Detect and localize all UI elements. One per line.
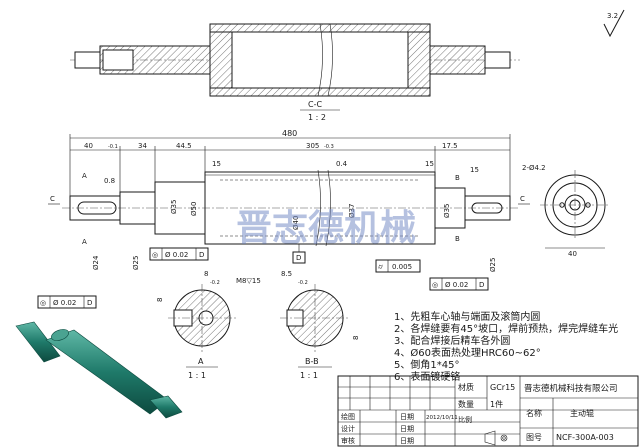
date-label-1: 日期 <box>400 413 414 421</box>
drawn-label: 绘图 <box>341 412 355 421</box>
datum-d: D <box>296 254 301 262</box>
company-name: 晋志德机械科技有限公司 <box>524 383 618 394</box>
section-a-thread: M8▽15 <box>236 277 261 285</box>
end-view: 2-Ø4.2 40 <box>522 164 610 258</box>
section-b-width: 8.5 <box>281 270 292 278</box>
dim-15-right: 15 <box>425 160 434 168</box>
dim-15-left: 15 <box>212 160 221 168</box>
dim-dia50: Ø50 <box>190 202 198 216</box>
section-a-view: 8 -0.2 M8▽15 8 A 1 : 1 <box>156 270 261 380</box>
dim-holes: 2-Ø4.2 <box>522 164 546 172</box>
qty-value: 1件 <box>490 399 503 409</box>
date-label-3: 日期 <box>400 437 414 445</box>
dim-34: 34 <box>138 142 147 150</box>
section-cc-view: C-C 1 : 2 <box>70 23 520 122</box>
section-a-scale: 1 : 1 <box>188 371 206 380</box>
drawing-no-value: NCF-300A-003 <box>556 433 614 442</box>
section-b-label: B-B <box>305 357 319 366</box>
dim-305: 305 <box>306 142 319 150</box>
dim-40: 40 <box>84 142 93 150</box>
section-cc-label: C-C <box>308 100 322 109</box>
title-block: 材质 GCr15 晋志德机械科技有限公司 数量 1件 名称 主动辊 绘图 设计 … <box>337 375 639 447</box>
review-label: 审核 <box>341 436 355 445</box>
material-value: GCr15 <box>490 383 515 392</box>
tolerance-frame-1: ◎ Ø 0.02 D <box>149 247 209 261</box>
dim-end-40: 40 <box>568 250 577 258</box>
svg-text:D: D <box>199 251 204 259</box>
label-c-left: C <box>50 195 55 203</box>
dim-305-tol: -0.3 <box>324 144 334 150</box>
section-b-scale: 1 : 1 <box>300 371 318 380</box>
svg-text:Ø 0.02: Ø 0.02 <box>165 251 188 259</box>
dim-dia25-right: Ø25 <box>489 258 497 272</box>
section-b-width-tol: -0.2 <box>298 280 308 286</box>
dim-40-tol: -0.1 <box>108 144 118 150</box>
dim-dia40: Ø40 <box>292 216 300 230</box>
technical-notes: 1、先粗车心轴与端面及滚筒内圆 2、各焊缝要有45°坡口，焊前预热，焊完焊缝车光… <box>394 310 618 383</box>
date-value: 2012/10/11 <box>426 415 458 421</box>
note-5: 5、倒角1*45° <box>394 359 459 371</box>
roller-3d-render <box>15 321 183 419</box>
label-a-top: A <box>82 172 87 180</box>
dim-0-8: 0.8 <box>104 177 115 185</box>
tolerance-frame-2: ◎ Ø 0.02 D <box>37 295 97 309</box>
dim-dia24: Ø24 <box>92 255 100 270</box>
dim-15-low: 15 <box>470 166 479 174</box>
drawing-no-label: 图号 <box>526 433 542 442</box>
qty-label: 数量 <box>458 399 474 409</box>
dim-0-4: 0.4 <box>336 160 348 168</box>
dim-44-5: 44.5 <box>176 142 192 150</box>
svg-text:◎: ◎ <box>432 281 438 289</box>
tolerance-frame-4: ⌭ 0.005 <box>375 259 421 273</box>
dim-17-5: 17.5 <box>442 142 458 150</box>
material-label: 材质 <box>458 382 474 392</box>
main-view: 480 40 -0.1 34 44.5 305 -0.3 17.5 15 15 … <box>48 129 530 272</box>
note-4: 4、Ø60表面热处理HRC60~62° <box>394 346 541 359</box>
section-a-label: A <box>198 357 204 366</box>
note-1: 1、先粗车心轴与端面及滚筒内圆 <box>394 310 540 323</box>
section-a-depth: 8 <box>156 298 164 302</box>
dim-overall-length: 480 <box>282 129 297 138</box>
svg-text:◎: ◎ <box>152 251 158 259</box>
note-2: 2、各焊缝要有45°坡口，焊前预热，焊完焊缝车光 <box>394 322 618 335</box>
name-value: 主动辊 <box>570 408 594 418</box>
dim-dia35-left: Ø35 <box>170 200 178 214</box>
svg-text:D: D <box>479 281 484 289</box>
dim-dia35-right: Ø35 <box>443 204 451 218</box>
svg-text:Ø 0.02: Ø 0.02 <box>53 299 76 307</box>
label-c-right: C <box>520 195 525 203</box>
label-a-bottom: A <box>82 238 87 246</box>
svg-text:⌭: ⌭ <box>378 263 383 271</box>
section-a-width-tol: -0.2 <box>210 280 220 286</box>
svg-text:0.005: 0.005 <box>392 263 412 271</box>
section-b-depth: 8 <box>352 336 360 340</box>
dim-dia37: Ø37 <box>348 204 356 218</box>
tolerance-frame-3: ◎ Ø 0.02 D <box>429 277 489 291</box>
section-cc-scale: 1 : 2 <box>308 113 326 122</box>
label-b-bottom: B <box>455 235 460 243</box>
svg-text:◎: ◎ <box>40 299 46 307</box>
dim-dia25-left: Ø25 <box>132 256 140 270</box>
watermark: 晋志德机械 <box>236 207 416 249</box>
section-b-view: 8.5 -0.2 8 B-B 1 : 1 <box>280 270 360 380</box>
date-label-2: 日期 <box>400 425 414 433</box>
projection-symbol <box>484 430 508 446</box>
surface-roughness-symbol: 3.2 <box>603 9 625 38</box>
section-a-width: 8 <box>204 270 208 278</box>
scale-label: 比例 <box>458 415 472 424</box>
svg-text:Ø 0.02: Ø 0.02 <box>445 281 468 289</box>
svg-text:3.2: 3.2 <box>607 12 618 20</box>
label-b-top: B <box>455 174 460 182</box>
note-3: 3、配合焊接后精车各外圆 <box>394 334 510 347</box>
svg-text:D: D <box>87 299 92 307</box>
design-label: 设计 <box>341 424 355 433</box>
name-label: 名称 <box>526 408 542 418</box>
